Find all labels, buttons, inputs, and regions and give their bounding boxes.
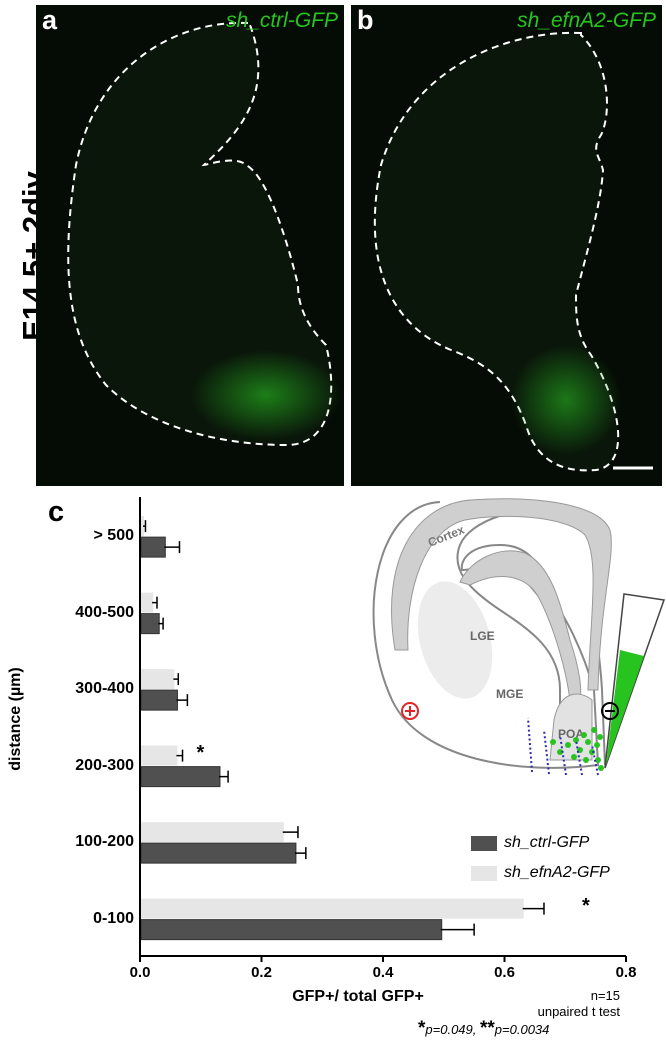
stat-test: unpaired t test bbox=[537, 1004, 620, 1019]
bar-efnA2-3 bbox=[141, 745, 178, 766]
panel-b-svg bbox=[373, 31, 653, 472]
bar-efnA2-1 bbox=[141, 592, 154, 613]
ticks-layer bbox=[139, 956, 627, 962]
x-tick-label-4: 0.8 bbox=[615, 964, 637, 981]
bar-ctrl-5 bbox=[140, 919, 443, 941]
mge-label: MGE bbox=[496, 687, 523, 701]
legend-label-efnA2: sh_efnA2-GFP bbox=[504, 864, 610, 881]
panel-a-image: a sh_ctrl-GFP bbox=[36, 5, 344, 486]
plus-icon bbox=[401, 702, 419, 720]
legend-label-ctrl: sh_ctrl-GFP bbox=[504, 834, 590, 851]
category-label-4: 100-200 bbox=[75, 833, 134, 851]
x-tick-label-3: 0.6 bbox=[494, 964, 515, 981]
panel-a-svg bbox=[67, 21, 341, 447]
category-label-2: 300-400 bbox=[75, 680, 134, 698]
x-tick-label-0: 0.0 bbox=[129, 964, 151, 981]
bar-ctrl-1 bbox=[140, 613, 160, 635]
bar-efnA2-4 bbox=[141, 822, 284, 843]
x-axis-title: GFP+/ total GFP+ bbox=[292, 988, 424, 1005]
bar-efnA2-5 bbox=[141, 898, 524, 919]
panel-a-title: sh_ctrl-GFP bbox=[225, 9, 338, 32]
stat-p2: p=0.0034 bbox=[494, 1022, 550, 1037]
panel-b-image: b sh_efnA2-GFP bbox=[351, 5, 662, 486]
lge-label: LGE bbox=[470, 629, 495, 643]
tissue-outline-a bbox=[67, 21, 333, 447]
dotted-lines bbox=[527, 717, 599, 776]
significance-star-5: * bbox=[581, 894, 590, 917]
bar-ctrl-3 bbox=[140, 766, 221, 788]
bar-efnA2-0 bbox=[141, 516, 145, 537]
striatum-shape bbox=[417, 581, 493, 699]
bar-efnA2-2 bbox=[141, 669, 175, 690]
stat-p-values: *p=0.049, **p=0.0034 bbox=[418, 1018, 550, 1039]
x-tick-label-1: 0.2 bbox=[251, 964, 272, 981]
bar-ctrl-0 bbox=[140, 536, 166, 558]
category-label-0: > 500 bbox=[93, 527, 134, 545]
stat-n: n=15 bbox=[590, 988, 620, 1003]
category-label-1: 400-500 bbox=[75, 603, 134, 621]
x-tick-label-2: 0.4 bbox=[372, 964, 394, 981]
gfp-signal-a bbox=[191, 350, 341, 440]
legend-swatch-ctrl bbox=[471, 836, 497, 851]
y-axis-title: distance (µm) bbox=[7, 667, 24, 771]
bar-ctrl-4 bbox=[140, 842, 297, 864]
gfp-signal-b bbox=[511, 345, 621, 455]
legend-swatch-efnA2 bbox=[471, 866, 497, 881]
category-label-5: 0-100 bbox=[93, 909, 134, 927]
cortex-band bbox=[391, 498, 612, 691]
bar-ctrl-2 bbox=[140, 689, 178, 711]
panel-a-letter: a bbox=[42, 5, 58, 35]
panel-b-letter: b bbox=[357, 5, 374, 35]
pipette-fill bbox=[606, 650, 644, 765]
panel-c-letter: c bbox=[48, 496, 65, 528]
significance-star-3: * bbox=[196, 741, 205, 764]
category-label-3: 200-300 bbox=[75, 756, 134, 774]
minus-icon bbox=[601, 702, 619, 720]
brain-diagram: Cortex LGE MGE POA bbox=[372, 498, 666, 776]
panel-b-title: sh_efnA2-GFP bbox=[517, 9, 656, 32]
bars-layer bbox=[140, 516, 545, 941]
stat-p1: p=0.049, bbox=[425, 1022, 477, 1037]
poa-label: POA bbox=[558, 727, 584, 741]
lge-band bbox=[459, 550, 582, 701]
